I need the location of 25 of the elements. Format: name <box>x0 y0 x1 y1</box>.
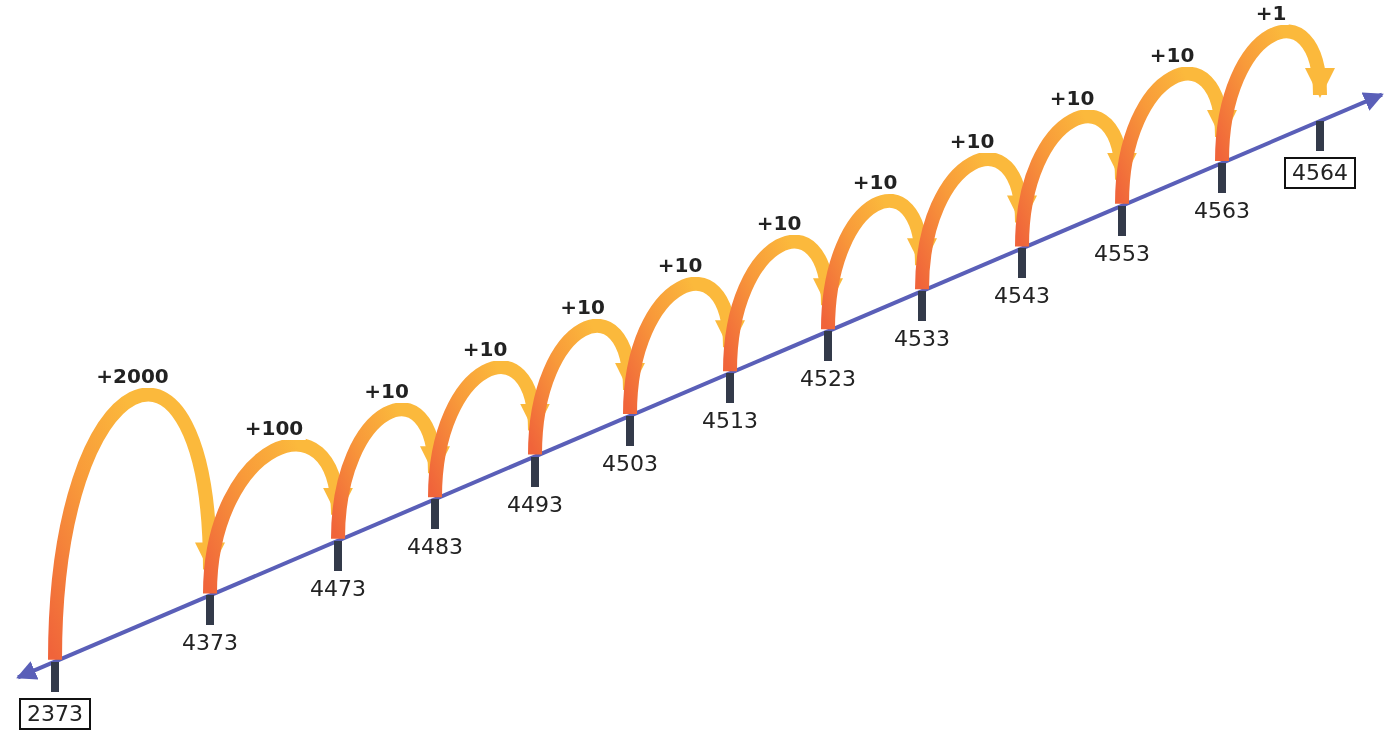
number-label: 4513 <box>702 409 758 434</box>
number-label: 4563 <box>1194 198 1250 224</box>
jump-arrow <box>915 152 1035 290</box>
jump-arrow <box>1015 109 1135 247</box>
number-label: 4523 <box>800 367 856 392</box>
jump-arrow <box>331 402 448 540</box>
number-label: 4533 <box>894 327 950 352</box>
number-label: 4373 <box>182 631 238 656</box>
number-label: 4503 <box>602 451 658 477</box>
number-label: 4483 <box>407 535 463 560</box>
jump-arrow <box>623 277 743 415</box>
jump-arrow <box>428 360 548 498</box>
jump-arrow <box>203 438 351 594</box>
number-label: 4473 <box>310 576 366 601</box>
jump-arrow <box>723 235 841 372</box>
jump-arrow <box>1215 24 1333 162</box>
number-label: 4543 <box>994 284 1050 309</box>
number-label: 4553 <box>1094 241 1150 266</box>
jump-arrow <box>821 194 935 330</box>
jump-arrow <box>528 319 643 455</box>
jump-arrow <box>48 388 224 660</box>
number-label: 4493 <box>507 492 563 517</box>
boxed-number: 4564 <box>1284 157 1356 190</box>
jump-arrow <box>1115 67 1235 205</box>
boxed-number: 2373 <box>19 697 91 730</box>
